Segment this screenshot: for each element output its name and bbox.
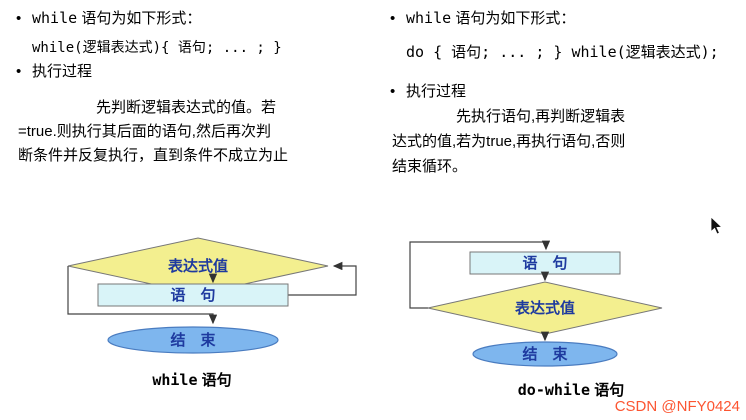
right-heading-text: 语句为如下形式： (451, 10, 576, 27)
bullet-icon: • (16, 63, 22, 80)
while-loop-line (288, 261, 357, 296)
while-end-label: 结 束 (170, 331, 216, 349)
right-heading-process: • 执行过程 (390, 82, 466, 102)
dowhile-decision-shape (427, 281, 663, 335)
dowhile-flowchart: 语 句 表达式值 结 束 do-while 语句 (398, 230, 744, 400)
right-process-paragraph: 先执行语句,再判断逻辑表 达式的值,若为true,再执行语句,否则 结束循环。 (392, 108, 626, 175)
left-heading2-text: 执行过程 (32, 63, 93, 80)
while-flowchart-svg: 表达式值 语 句 结 束 (67, 237, 357, 354)
left-heading-text: 语句为如下形式： (77, 10, 202, 27)
while-caption-code: while (152, 371, 198, 389)
right-dowhile-syntax: do { 语句; ... ; } while(逻辑表达式); (406, 43, 719, 61)
csdn-watermark: CSDN @NFY0424 (614, 398, 740, 415)
dowhile-loop-line (409, 240, 551, 309)
left-heading-code: while (32, 9, 78, 27)
left-process-paragraph: 先判断逻辑表达式的值。若 =true.则执行其后面的语句,然后再次判 断条件并反… (18, 99, 289, 164)
while-process-label: 语 句 (170, 286, 215, 304)
while-decision-label: 表达式值 (168, 257, 228, 275)
while-caption: while 语句 (8, 369, 376, 390)
while-caption-text: 语句 (197, 372, 232, 389)
left-heading-while-form: • while 语句为如下形式： (16, 8, 201, 29)
dowhile-caption: do-while 语句 (398, 379, 744, 400)
while-end-shape (107, 326, 279, 354)
while-flowchart: 表达式值 语 句 结 束 while 语句 (8, 228, 376, 390)
dowhile-caption-text: 语句 (590, 382, 625, 399)
while-process-shape (97, 283, 289, 307)
dowhile-end-shape (472, 341, 618, 367)
bullet-icon: • (390, 83, 396, 100)
left-heading-process: • 执行过程 (16, 62, 92, 82)
dowhile-decision-label: 表达式值 (515, 299, 575, 317)
right-heading-while-form: • while 语句为如下形式： (390, 8, 575, 29)
dowhile-flowchart-svg: 语 句 表达式值 结 束 (409, 240, 663, 367)
while-exit-line (67, 266, 218, 325)
left-while-syntax: while(逻辑表达式){ 语句; ... ; } (32, 40, 282, 56)
right-heading-code: while (406, 9, 452, 27)
mouse-cursor-icon (710, 216, 723, 235)
dowhile-end-label: 结 束 (522, 345, 568, 363)
dowhile-process-label: 语 句 (522, 254, 567, 272)
dowhile-caption-code: do-while (517, 381, 591, 399)
bullet-icon: • (16, 10, 22, 27)
right-heading2-text: 执行过程 (406, 83, 467, 100)
bullet-icon: • (390, 10, 396, 27)
